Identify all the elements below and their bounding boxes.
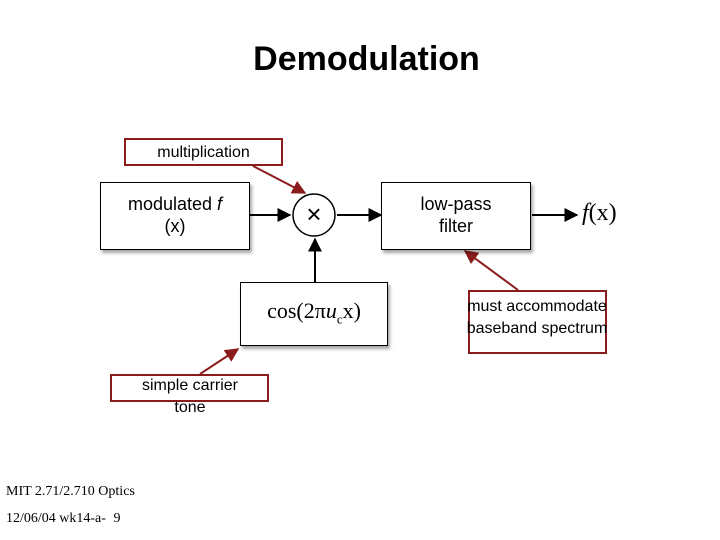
input-signal-block: modulated f (x) — [100, 182, 250, 250]
output-argument: (x) — [588, 200, 617, 226]
callout-multiplication: multiplication — [124, 138, 283, 166]
footer-date-text: 12/06/04 wk14-a- — [6, 511, 106, 526]
footer-date: 12/06/04 wk14-a- 9 — [6, 511, 120, 527]
callout-carrier-label: simple carrier tone — [141, 377, 238, 416]
arrow-multiplication — [252, 165, 307, 194]
carrier-u: u — [325, 298, 337, 323]
low-pass-filter-label: low-pass filter — [420, 194, 492, 236]
callout-baseband — [468, 290, 607, 354]
carrier-prefix: cos(2π — [267, 298, 326, 323]
input-argument: (x) — [164, 216, 186, 236]
footer-page-number: 9 — [113, 511, 121, 526]
callout-baseband-label: must accommodate baseband spectrum — [466, 298, 608, 337]
carrier-subscript: c — [336, 311, 343, 327]
output-signal: f(x) — [582, 200, 617, 227]
low-pass-filter-block: low-pass filter — [381, 182, 531, 250]
multiply-symbol: × — [306, 199, 322, 229]
page-title: Demodulation — [253, 40, 480, 78]
input-variable: f — [217, 194, 223, 214]
input-signal-label: modulated f (x) — [101, 183, 249, 237]
footer-course: MIT 2.71/2.710 Optics — [6, 484, 135, 499]
callout-carrier — [110, 374, 269, 402]
arrow-carrier — [199, 348, 240, 375]
arrow-baseband — [463, 250, 519, 291]
multiplier-circle — [292, 193, 336, 237]
carrier-block: cos(2πucx) — [240, 282, 388, 346]
output-function: f — [582, 200, 589, 226]
callout-multiplication-label: multiplication — [157, 144, 250, 161]
carrier-suffix: x) — [342, 298, 361, 323]
input-prefix: modulated — [127, 194, 218, 214]
carrier-expression: cos(2πucx) — [241, 283, 387, 327]
